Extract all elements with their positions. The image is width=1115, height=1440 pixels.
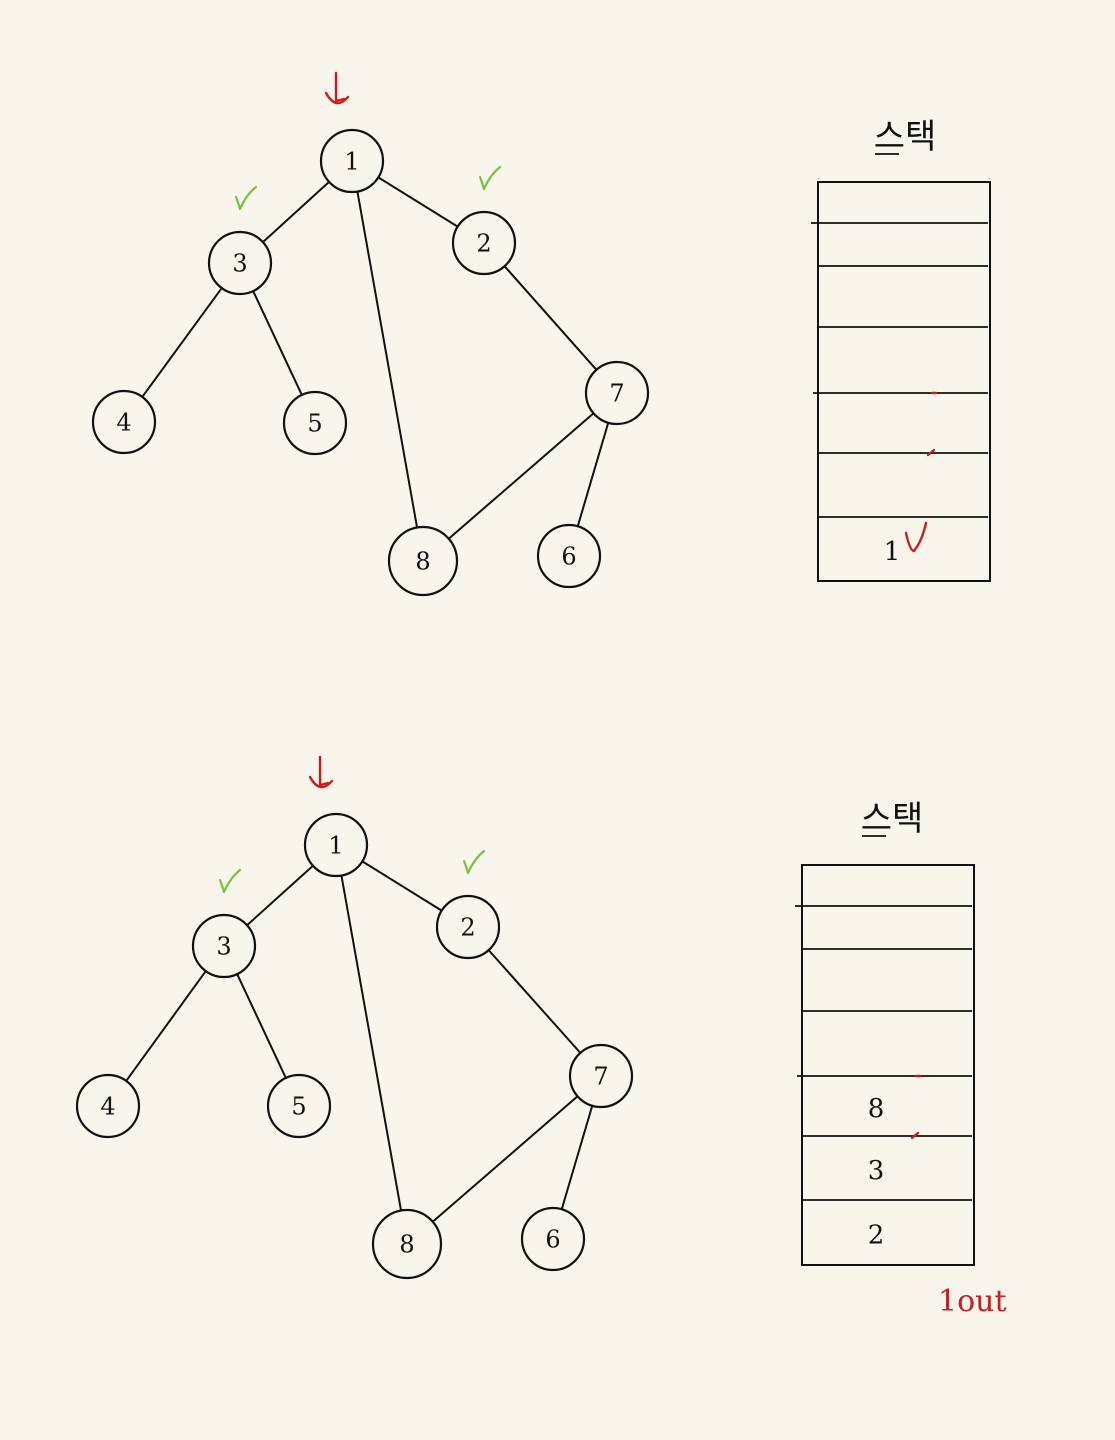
node-label: 1 — [344, 148, 359, 176]
node-circle — [282, 390, 348, 456]
node-circle — [319, 128, 385, 194]
node-label: 5 — [307, 410, 322, 438]
node-6: 6 — [520, 1206, 586, 1272]
node-circle — [371, 1208, 443, 1280]
edge-2-7 — [503, 265, 598, 371]
node-7: 7 — [584, 360, 650, 426]
check-icon — [462, 849, 486, 875]
stack: 스택 8 3 2 1out — [795, 799, 1007, 1319]
node-4: 4 — [75, 1073, 141, 1139]
edge-1-2 — [377, 176, 459, 228]
node-circle — [191, 913, 257, 979]
node-circle — [91, 389, 157, 455]
graph-nodes: 1 3 2 4 5 7 8 6 — [75, 812, 634, 1280]
node-2: 2 — [451, 210, 517, 276]
stack-out-label: 1out — [938, 1284, 1007, 1319]
node-label: 3 — [232, 250, 247, 278]
stack: 스택 1 — [811, 117, 991, 582]
node-circle — [303, 812, 369, 878]
graph-nodes: 1 3 2 4 5 7 8 6 — [91, 128, 650, 597]
stack-box — [817, 181, 991, 582]
node-label: 5 — [291, 1093, 306, 1121]
panel-2: 1 3 2 4 5 7 8 6 스택 8 3 2 1out — [75, 755, 1007, 1319]
node-label: 4 — [100, 1093, 115, 1121]
graph-edges — [125, 860, 594, 1223]
node-5: 5 — [266, 1073, 332, 1139]
node-label: 6 — [561, 543, 576, 571]
node-circle — [520, 1206, 586, 1272]
edge-3-4 — [141, 287, 223, 398]
edge-3-4 — [125, 970, 207, 1082]
node-label: 7 — [609, 380, 624, 408]
node-label: 6 — [545, 1226, 560, 1254]
node-4: 4 — [91, 389, 157, 455]
node-8: 8 — [371, 1208, 443, 1280]
node-label: 2 — [460, 914, 475, 942]
node-label: 7 — [593, 1063, 608, 1091]
node-5: 5 — [282, 390, 348, 456]
node-circle — [207, 230, 273, 296]
check-icon — [234, 185, 258, 211]
node-circle — [266, 1073, 332, 1139]
graph-edges — [141, 176, 610, 540]
edge-1-8 — [356, 190, 419, 529]
edge-7-8 — [447, 412, 595, 540]
node-8: 8 — [387, 525, 459, 597]
node-label: 3 — [216, 933, 231, 961]
edge-1-3 — [261, 180, 331, 244]
node-2: 2 — [435, 894, 501, 960]
node-circle — [584, 360, 650, 426]
node-circle — [387, 525, 459, 597]
stack-cell: 2 — [868, 1221, 885, 1251]
node-circle — [75, 1073, 141, 1139]
node-circle — [568, 1043, 634, 1109]
node-1: 1 — [303, 812, 369, 878]
edge-1-8 — [340, 874, 403, 1212]
red-tick-icon — [926, 448, 936, 457]
stack-cell: 1 — [884, 537, 901, 567]
start-marker-icon — [308, 755, 334, 789]
stack-title: 스택 — [861, 799, 924, 839]
node-label: 2 — [476, 230, 491, 258]
edge-1-2 — [361, 860, 443, 912]
edge-3-5 — [252, 290, 303, 396]
edge-1-3 — [246, 864, 314, 927]
node-1: 1 — [319, 128, 385, 194]
check-icon — [478, 165, 502, 191]
node-label: 8 — [399, 1231, 414, 1259]
node-label: 1 — [328, 832, 343, 860]
node-6: 6 — [536, 523, 602, 589]
edge-7-6 — [576, 421, 610, 528]
edge-2-7 — [487, 949, 582, 1054]
red-tick-icon — [910, 1131, 920, 1140]
start-marker-icon — [324, 71, 350, 105]
node-circle — [451, 210, 517, 276]
node-circle — [435, 894, 501, 960]
node-label: 4 — [116, 409, 131, 437]
node-3: 3 — [191, 913, 257, 979]
node-7: 7 — [568, 1043, 634, 1109]
edge-3-5 — [236, 973, 287, 1079]
stack-title: 스택 — [874, 117, 937, 157]
stack-cell: 8 — [868, 1094, 885, 1124]
panel-1: 1 3 2 4 5 7 8 6 스택 1 — [91, 71, 991, 597]
node-label: 8 — [415, 548, 430, 576]
stack-cell: 3 — [868, 1156, 885, 1186]
edge-7-8 — [431, 1095, 579, 1223]
edge-7-6 — [560, 1104, 594, 1211]
stack-box — [801, 864, 975, 1266]
check-icon — [218, 868, 242, 894]
node-circle — [536, 523, 602, 589]
red-check-icon — [904, 521, 928, 553]
node-3: 3 — [207, 230, 273, 296]
